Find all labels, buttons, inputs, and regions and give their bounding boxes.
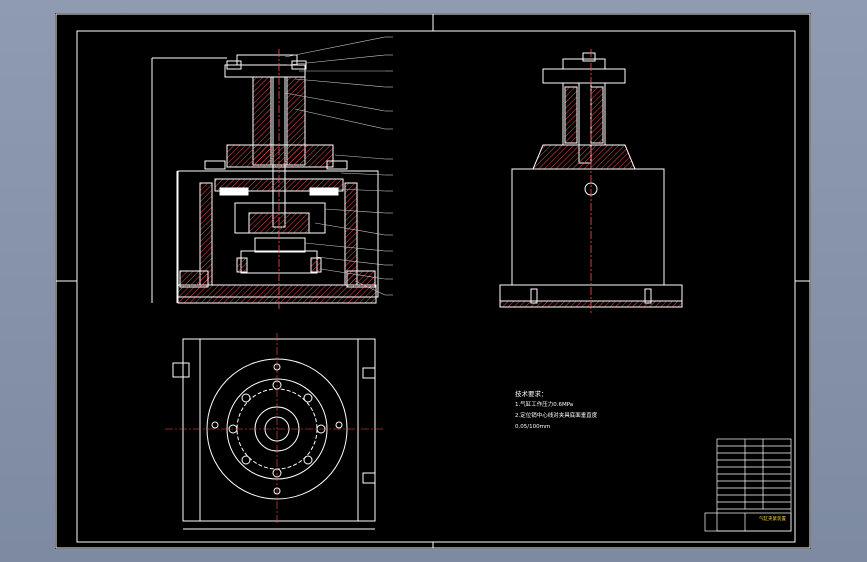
tech-requirements-title: 技术要求： <box>515 390 548 398</box>
inner-frame <box>76 30 796 543</box>
tech-requirement-3: 0.05/100mm <box>515 424 551 430</box>
drawing-sheet: 技术要求： 1.气缸工作压力0.6MPa 2.定位销中心线对夹具底面垂直度 0.… <box>55 13 811 549</box>
drawing-title: 气缸夹紧装置 <box>759 517 786 522</box>
top-view <box>172 338 376 530</box>
part-leaders <box>284 36 393 296</box>
tech-requirement-2: 2.定位销中心线对夹具底面垂直度 <box>515 413 598 419</box>
title-block <box>704 438 792 532</box>
tech-requirement-1: 1.气缸工作压力0.6MPa <box>515 402 574 408</box>
outer-border <box>55 13 811 549</box>
front-section-view <box>151 54 379 304</box>
engineering-drawing <box>55 13 811 549</box>
